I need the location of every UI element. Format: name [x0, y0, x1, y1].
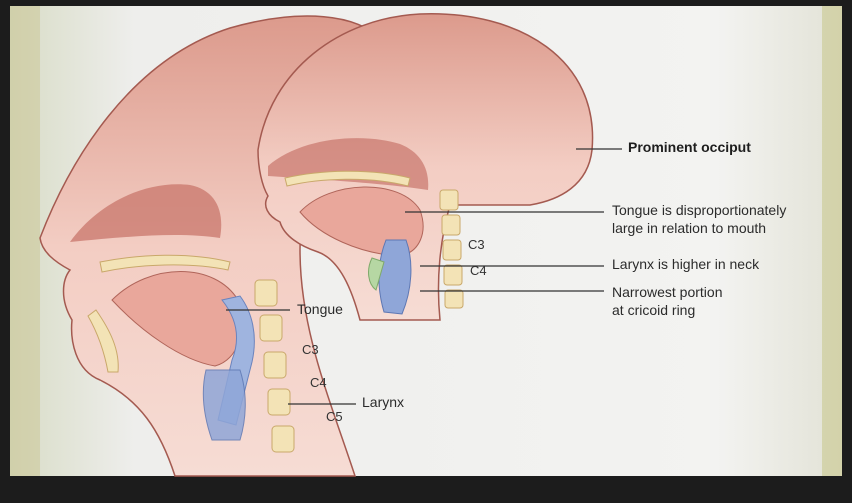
- photo-left-edge: [10, 6, 40, 476]
- label-adult-tongue: Tongue: [297, 301, 343, 318]
- label-infant-c3: C3: [468, 236, 485, 253]
- label-narrowest-line2: at cricoid ring: [612, 302, 695, 319]
- adult-larynx-shape: [203, 370, 245, 440]
- label-narrowest-line1: Narrowest portion: [612, 284, 723, 301]
- label-adult-larynx: Larynx: [362, 394, 404, 411]
- label-adult-c3: C3: [302, 341, 319, 358]
- label-prominent-occiput: Prominent occiput: [628, 139, 751, 156]
- label-infant-c4: C4: [470, 262, 487, 279]
- photo-right-edge: [822, 6, 842, 476]
- infant-airway: [379, 240, 411, 314]
- label-larynx-higher: Larynx is higher in neck: [612, 256, 759, 273]
- label-tongue-large-line1: Tongue is disproportionately: [612, 202, 786, 219]
- label-tongue-large-line2: large in relation to mouth: [612, 220, 766, 237]
- label-adult-c4: C4: [310, 374, 327, 391]
- label-adult-c5: C5: [326, 408, 343, 425]
